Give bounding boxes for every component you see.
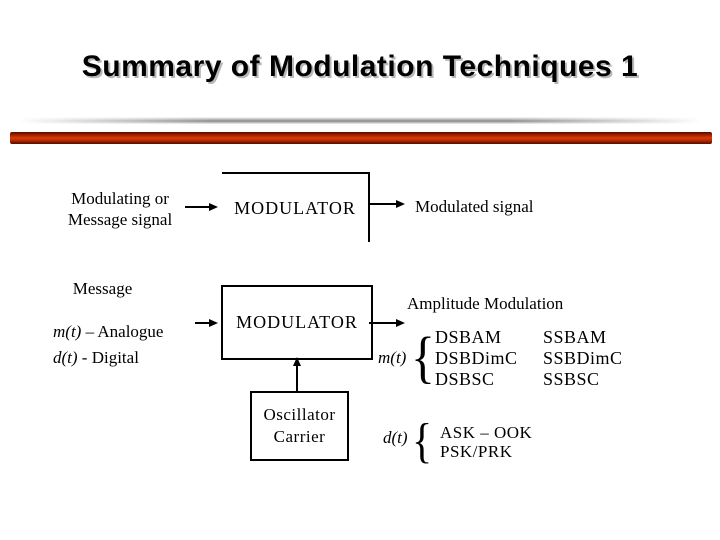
message-heading: Message — [72, 279, 133, 298]
analogue-label: m(t) – Analogue — [53, 321, 163, 342]
oscillator-box: Oscillator Carrier — [250, 391, 349, 461]
am-item-ssbam: SSBAM — [543, 327, 607, 347]
oscillator-label-line2: Carrier — [273, 427, 326, 446]
top-input-arrow — [185, 203, 218, 211]
digital-label: d(t) - Digital — [53, 347, 139, 368]
digital-text: - Digital — [77, 348, 139, 367]
top-modulator-box: MODULATOR — [222, 172, 370, 242]
main-modulator-label: MODULATOR — [236, 312, 358, 332]
dt-list: ASK – OOK PSK/PRK — [440, 423, 532, 461]
top-output-label: Modulated signal — [415, 197, 534, 216]
oscillator-label-line1: Oscillator — [263, 405, 336, 424]
am-ssb-column: SSBAM SSBDimC SSBSC — [543, 327, 623, 390]
mt-symbol: m(t) — [378, 348, 407, 367]
am-item-dsbsc: DSBSC — [435, 369, 495, 389]
top-input-label-line2: Message signal — [67, 210, 173, 229]
am-item-ssbdimc: SSBDimC — [543, 348, 623, 368]
main-modulator-box: MODULATOR — [221, 285, 373, 360]
top-modulator-label: MODULATOR — [234, 197, 356, 218]
am-item-dsbdimc: DSBDimC — [435, 348, 518, 368]
dt-item-psk-prk: PSK/PRK — [440, 442, 513, 461]
digital-symbol: d(t) — [53, 348, 78, 367]
top-input-label: Modulating or Message signal — [55, 188, 185, 230]
oscillator-arrow — [293, 357, 301, 391]
main-output-arrow — [369, 319, 405, 327]
mt-brace: { — [411, 324, 435, 390]
red-accent-bar — [10, 132, 712, 144]
dt-brace: { — [412, 415, 433, 469]
amplitude-modulation-heading: Amplitude Modulation — [407, 294, 564, 313]
am-item-ssbsc: SSBSC — [543, 369, 600, 389]
am-item-dsbam: DSBAM — [435, 327, 502, 347]
dt-item-ask-ook: ASK – OOK — [440, 423, 533, 442]
am-dsb-column: DSBAM DSBDimC DSBSC — [435, 327, 518, 390]
analogue-symbol: m(t) — [53, 322, 82, 341]
page-title: Summary of Modulation Techniques 1 — [81, 50, 639, 83]
top-input-label-line1: Modulating or — [71, 189, 169, 208]
gray-divider-line — [18, 117, 702, 124]
top-output-arrow — [368, 200, 405, 208]
main-input-arrow — [195, 319, 218, 327]
dt-symbol: d(t) — [383, 428, 408, 447]
analogue-text: – Analogue — [81, 322, 164, 341]
